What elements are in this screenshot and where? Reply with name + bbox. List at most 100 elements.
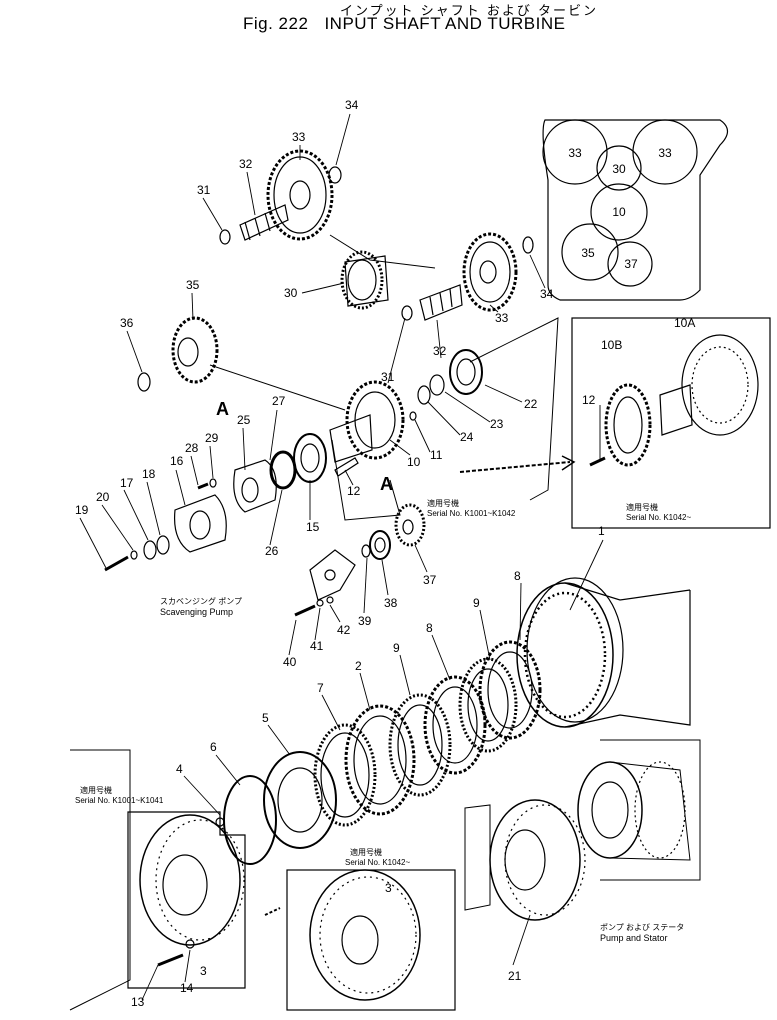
part-labels: 1 2 3 3 4 5 6 7 8 8 9 9 10 10A 10B 11 12…: [75, 98, 695, 1009]
ring-24: [417, 385, 431, 405]
label-33: 33: [292, 130, 306, 144]
label-30: 30: [284, 286, 298, 300]
label-40: 40: [283, 655, 297, 669]
view-marker-a: A: [216, 399, 229, 419]
disc-9-upper: [458, 657, 518, 753]
plug-4: [215, 817, 225, 827]
gear-10b: [604, 383, 652, 467]
washer-42: [326, 596, 334, 604]
label-34: 34: [345, 98, 359, 112]
washer-29: [209, 478, 217, 488]
key-label: 33: [568, 146, 582, 160]
ring-36: [137, 372, 151, 392]
bolt-40: [294, 604, 316, 617]
figure-caption: INPUT SHAFT AND TURBINE: [324, 14, 566, 33]
label-24: 24: [460, 430, 474, 444]
key-circle-35: [561, 223, 619, 281]
label-7: 7: [317, 681, 324, 695]
scavenging-pump: [309, 549, 356, 601]
label-6: 6: [210, 740, 217, 754]
label-23: 23: [490, 417, 504, 431]
label-3b: 3: [385, 881, 392, 895]
bolt-19: [104, 555, 129, 572]
ball-11: [409, 411, 417, 421]
shaft-32-top: [239, 204, 289, 241]
serial-note-lower-right: Serial No. K1042~: [345, 858, 410, 867]
key-circle-30: [596, 145, 642, 191]
bolt-12: [334, 457, 359, 477]
label-19: 19: [75, 503, 89, 517]
bearing-22: [449, 349, 483, 395]
label-31: 31: [197, 183, 211, 197]
label-16: 16: [170, 454, 184, 468]
shaft-32-right: [419, 284, 463, 321]
piston-5: [263, 751, 337, 849]
label-26: 26: [265, 544, 279, 558]
key-label: 10: [612, 205, 626, 219]
gasket-18: [156, 535, 170, 555]
snap-ring-31-right: [401, 305, 413, 321]
label-18: 18: [142, 467, 156, 481]
label-5: 5: [262, 711, 269, 725]
label-11: 11: [430, 448, 443, 462]
disc-9-lower: [388, 693, 452, 797]
arrow-serial: [264, 907, 281, 916]
shaft-10a: [659, 334, 759, 436]
shaft-gear-10: [329, 380, 405, 463]
serial-note-upper-right: Serial No. K1042~: [626, 513, 691, 522]
serial-box-upper-right: [571, 317, 771, 529]
label-15: 15: [306, 520, 320, 534]
label-10: 10: [407, 455, 421, 469]
gear-37: [394, 503, 426, 547]
bearing-38: [369, 530, 391, 560]
key-label: 35: [581, 246, 595, 260]
view-marker-a2: A: [380, 474, 393, 494]
washer-14: [185, 939, 195, 949]
bolt-28: [197, 482, 209, 490]
plate-8-upper: [478, 640, 542, 740]
scavenging-jp: スカベンジング ポンプ: [160, 596, 242, 606]
arrow-to-serial-box: [459, 461, 571, 473]
key-circle-33b: [632, 119, 698, 185]
label-31b: 31: [381, 370, 395, 384]
label-9b: 9: [393, 641, 400, 655]
label-12b: 12: [582, 393, 596, 407]
torque-converter-1: [516, 577, 691, 728]
label-8: 8: [514, 569, 521, 583]
pump-en: Pump and Stator: [600, 933, 668, 943]
turbine-21: [464, 799, 586, 921]
label-32: 32: [239, 157, 253, 171]
label-3: 3: [200, 964, 207, 978]
key-circle-33a: [542, 119, 608, 185]
serial-box-lower-left: [127, 811, 246, 989]
label-12: 12: [347, 484, 361, 498]
serial-box-lower-right: [286, 869, 456, 1011]
pump-and-stator: [577, 739, 701, 881]
label-14: 14: [180, 981, 194, 995]
gear-30: [340, 250, 389, 310]
label-4: 4: [176, 762, 183, 776]
japanese-title: インプット シャフト および タービン: [340, 4, 599, 19]
view-markers: A A: [216, 399, 393, 494]
key-label: 37: [624, 257, 638, 271]
label-25: 25: [237, 413, 251, 427]
bolt-13: [157, 953, 184, 967]
key-circle-37: [607, 241, 653, 287]
label-33b: 33: [495, 311, 509, 325]
serial-jp-1: 適用号機: [427, 498, 459, 508]
gear-33-top: [266, 149, 334, 241]
bolt-12-right: [589, 456, 606, 467]
ring-7: [313, 723, 377, 827]
label-9: 9: [473, 596, 480, 610]
leader-lines: [79, 113, 604, 1001]
seal-26: [269, 450, 297, 490]
label-41: 41: [310, 639, 324, 653]
serial-note-upper-left: Serial No. K1001~K1042: [427, 509, 516, 518]
label-13: 13: [131, 995, 145, 1009]
label-20: 20: [96, 490, 110, 504]
scavenging-en: Scavenging Pump: [160, 607, 233, 617]
serial-jp-4: 適用号機: [350, 847, 382, 857]
key-circle-10: [590, 183, 648, 241]
pump-jp: ポンプ および ステータ: [600, 923, 684, 932]
